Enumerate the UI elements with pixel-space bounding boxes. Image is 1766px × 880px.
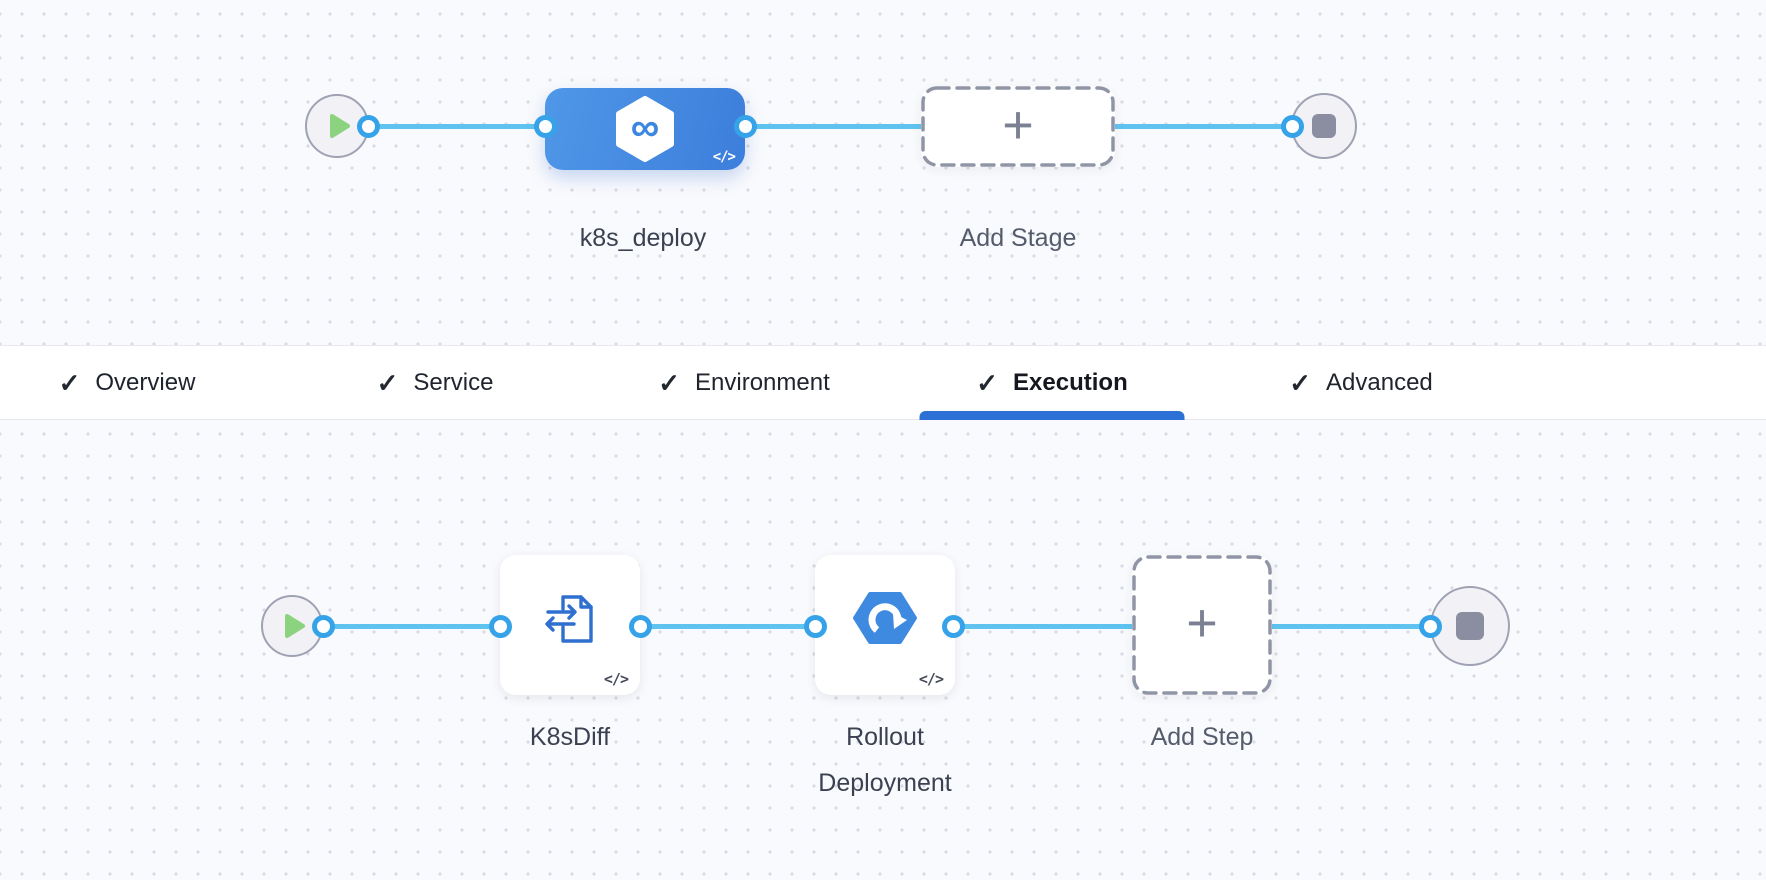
add-step-button[interactable]: + — [1132, 555, 1272, 695]
step-node-rollout-deployment[interactable]: </> — [815, 555, 955, 695]
stage-connector-line — [337, 124, 1294, 129]
add-step-label: Add Step — [1150, 723, 1254, 751]
add-stage-button[interactable]: + — [921, 86, 1115, 167]
port-start-out[interactable] — [311, 614, 335, 638]
tab-execution[interactable]: ✓ Execution — [976, 346, 1128, 419]
play-icon — [329, 114, 350, 138]
code-icon: </> — [603, 670, 629, 688]
tab-label: Execution — [1013, 368, 1128, 396]
stage-node-k8s-deploy[interactable]: ∞ </> — [545, 88, 745, 170]
execution-step-canvas: </> </> + K8sDiff Rollout Dep — [0, 420, 1766, 880]
active-tab-underline — [919, 411, 1185, 420]
play-icon — [284, 614, 305, 638]
port-rollout-in[interactable] — [803, 614, 827, 638]
stop-icon — [1456, 612, 1484, 640]
stage-config-tab-bar: ✓ Overview ✓ Service ✓ Environment ✓ Exe… — [0, 345, 1766, 420]
tab-label: Service — [413, 368, 494, 396]
execution-end-node — [1430, 586, 1510, 666]
rollout-deployment-icon — [853, 592, 917, 644]
step-node-k8sdiff[interactable]: </> — [500, 555, 640, 695]
step-name-label: Rollout Deployment — [818, 723, 952, 797]
infinity-icon: ∞ — [630, 105, 660, 150]
dashed-border — [921, 86, 1115, 167]
tab-label: Advanced — [1326, 368, 1433, 396]
pipeline-end-node — [1291, 93, 1357, 159]
tab-advanced[interactable]: ✓ Advanced — [1289, 346, 1433, 419]
port-end-in[interactable] — [1418, 614, 1442, 638]
port-k8sdiff-out[interactable] — [628, 614, 652, 638]
tab-label: Overview — [95, 368, 196, 396]
deploy-stage-icon: ∞ — [614, 96, 676, 162]
port-stage-in[interactable] — [533, 114, 557, 138]
check-icon: ✓ — [976, 367, 999, 398]
port-rollout-out[interactable] — [941, 614, 965, 638]
step-name-label: K8sDiff — [529, 723, 611, 751]
tab-service[interactable]: ✓ Service — [377, 346, 494, 419]
dashed-border — [1132, 555, 1272, 695]
add-stage-label: Add Stage — [959, 224, 1077, 252]
stage-graph-canvas: ∞ </> + k8s_deploy Add Stage — [0, 0, 1766, 345]
port-end-in[interactable] — [1280, 114, 1304, 138]
tab-environment[interactable]: ✓ Environment — [658, 346, 830, 419]
check-icon: ✓ — [1289, 367, 1312, 398]
check-icon: ✓ — [58, 367, 81, 398]
check-icon: ✓ — [658, 367, 681, 398]
port-start-out[interactable] — [356, 114, 380, 138]
k8s-diff-icon — [545, 595, 593, 643]
tab-label: Environment — [695, 368, 830, 396]
check-icon: ✓ — [376, 367, 399, 398]
tab-overview[interactable]: ✓ Overview — [59, 346, 196, 419]
code-icon: </> — [918, 670, 944, 688]
port-stage-out[interactable] — [733, 114, 757, 138]
stop-icon — [1312, 114, 1336, 138]
plus-icon: + — [1002, 94, 1034, 155]
code-icon: </> — [712, 149, 736, 165]
plus-icon: + — [1186, 592, 1218, 653]
port-k8sdiff-in[interactable] — [488, 614, 512, 638]
stage-name-label: k8s_deploy — [579, 224, 707, 252]
